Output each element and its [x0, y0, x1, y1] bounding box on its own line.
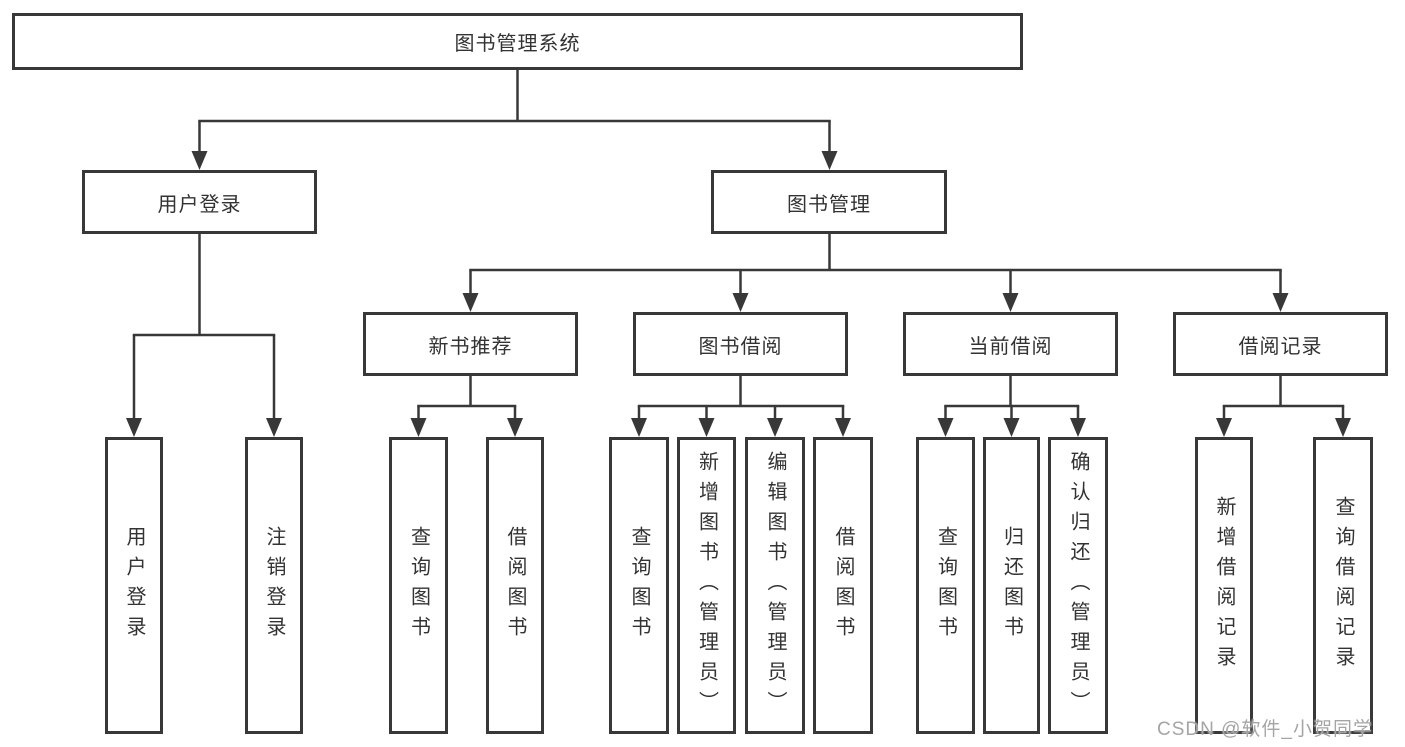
leaf-logout: 注销登录 — [245, 437, 303, 734]
arrow-down-icon — [1003, 418, 1020, 437]
arrow-down-icon — [732, 293, 749, 312]
node-user-login-label: 用户登录 — [157, 193, 242, 216]
node-user-login: 用户登录 — [82, 170, 317, 234]
leaf-borrow-edit: 编辑图书（管理员） — [745, 437, 805, 734]
leaf-borrow-edit-label: 编辑图书（管理员） — [764, 450, 786, 721]
leaf-records-add-label: 新增借阅记录 — [1213, 495, 1235, 676]
node-current-borrow-label: 当前借阅 — [968, 335, 1053, 358]
leaf-records-add: 新增借阅记录 — [1195, 437, 1253, 734]
leaf-borrow-query-label: 查询图书 — [628, 525, 650, 646]
node-new-books: 新书推荐 — [363, 312, 578, 376]
leaf-current-return: 归还图书 — [983, 437, 1040, 734]
leaf-borrow-add-label: 新增图书（管理员） — [695, 450, 718, 721]
node-book-mgmt-label: 图书管理 — [787, 193, 871, 216]
node-new-books-label: 新书推荐 — [428, 335, 513, 358]
leaf-current-confirm-label: 确认归还（管理员） — [1067, 450, 1089, 721]
arrow-down-icon — [462, 293, 479, 312]
arrow-down-icon — [835, 418, 851, 437]
leaf-records-query-label: 查询借阅记录 — [1332, 495, 1354, 676]
arrow-down-icon — [631, 418, 647, 437]
arrow-down-icon — [126, 418, 142, 437]
leaf-newbooks-query: 查询图书 — [389, 437, 448, 734]
node-borrow-records-label: 借阅记录 — [1238, 335, 1323, 358]
arrow-down-icon — [1335, 418, 1351, 437]
arrow-down-icon — [698, 418, 715, 437]
arrow-down-icon — [507, 418, 523, 437]
leaf-borrow-borrow: 借阅图书 — [813, 437, 873, 734]
arrow-down-icon — [1272, 293, 1289, 312]
node-current-borrow: 当前借阅 — [903, 312, 1118, 376]
leaf-newbooks-query-label: 查询图书 — [407, 525, 430, 646]
leaf-current-confirm: 确认归还（管理员） — [1048, 437, 1108, 734]
leaf-borrow-query: 查询图书 — [609, 437, 669, 734]
node-borrow-records: 借阅记录 — [1173, 312, 1388, 376]
leaf-borrow-borrow-label: 借阅图书 — [832, 525, 854, 646]
node-book-borrow-label: 图书借阅 — [698, 335, 783, 358]
arrow-down-icon — [821, 151, 838, 170]
leaf-current-return-label: 归还图书 — [1000, 525, 1023, 646]
node-book-borrow: 图书借阅 — [633, 312, 848, 376]
arrow-down-icon — [266, 418, 282, 437]
leaf-records-query: 查询借阅记录 — [1313, 437, 1373, 734]
arrow-down-icon — [937, 418, 954, 437]
node-root: 图书管理系统 — [12, 13, 1023, 70]
csdn-watermark: CSDN @软件_小贺同学 — [1157, 719, 1373, 740]
leaf-borrow-add: 新增图书（管理员） — [677, 437, 736, 734]
arrow-down-icon — [410, 418, 427, 437]
node-root-label: 图书管理系统 — [454, 33, 581, 55]
leaf-logout-label: 注销登录 — [263, 525, 285, 646]
arrow-down-icon — [1070, 418, 1086, 437]
arrow-down-icon — [191, 151, 208, 170]
leaf-user-login-label: 用户登录 — [123, 525, 145, 646]
arrow-down-icon — [1216, 418, 1232, 437]
leaf-current-query: 查询图书 — [916, 437, 975, 734]
arrow-down-icon — [767, 418, 783, 437]
arrow-down-icon — [1002, 293, 1019, 312]
leaf-current-query-label: 查询图书 — [934, 525, 957, 646]
leaf-user-login: 用户登录 — [105, 437, 163, 734]
node-book-mgmt: 图书管理 — [711, 170, 947, 234]
leaf-newbooks-borrow: 借阅图书 — [486, 437, 544, 734]
leaf-newbooks-borrow-label: 借阅图书 — [504, 525, 526, 646]
